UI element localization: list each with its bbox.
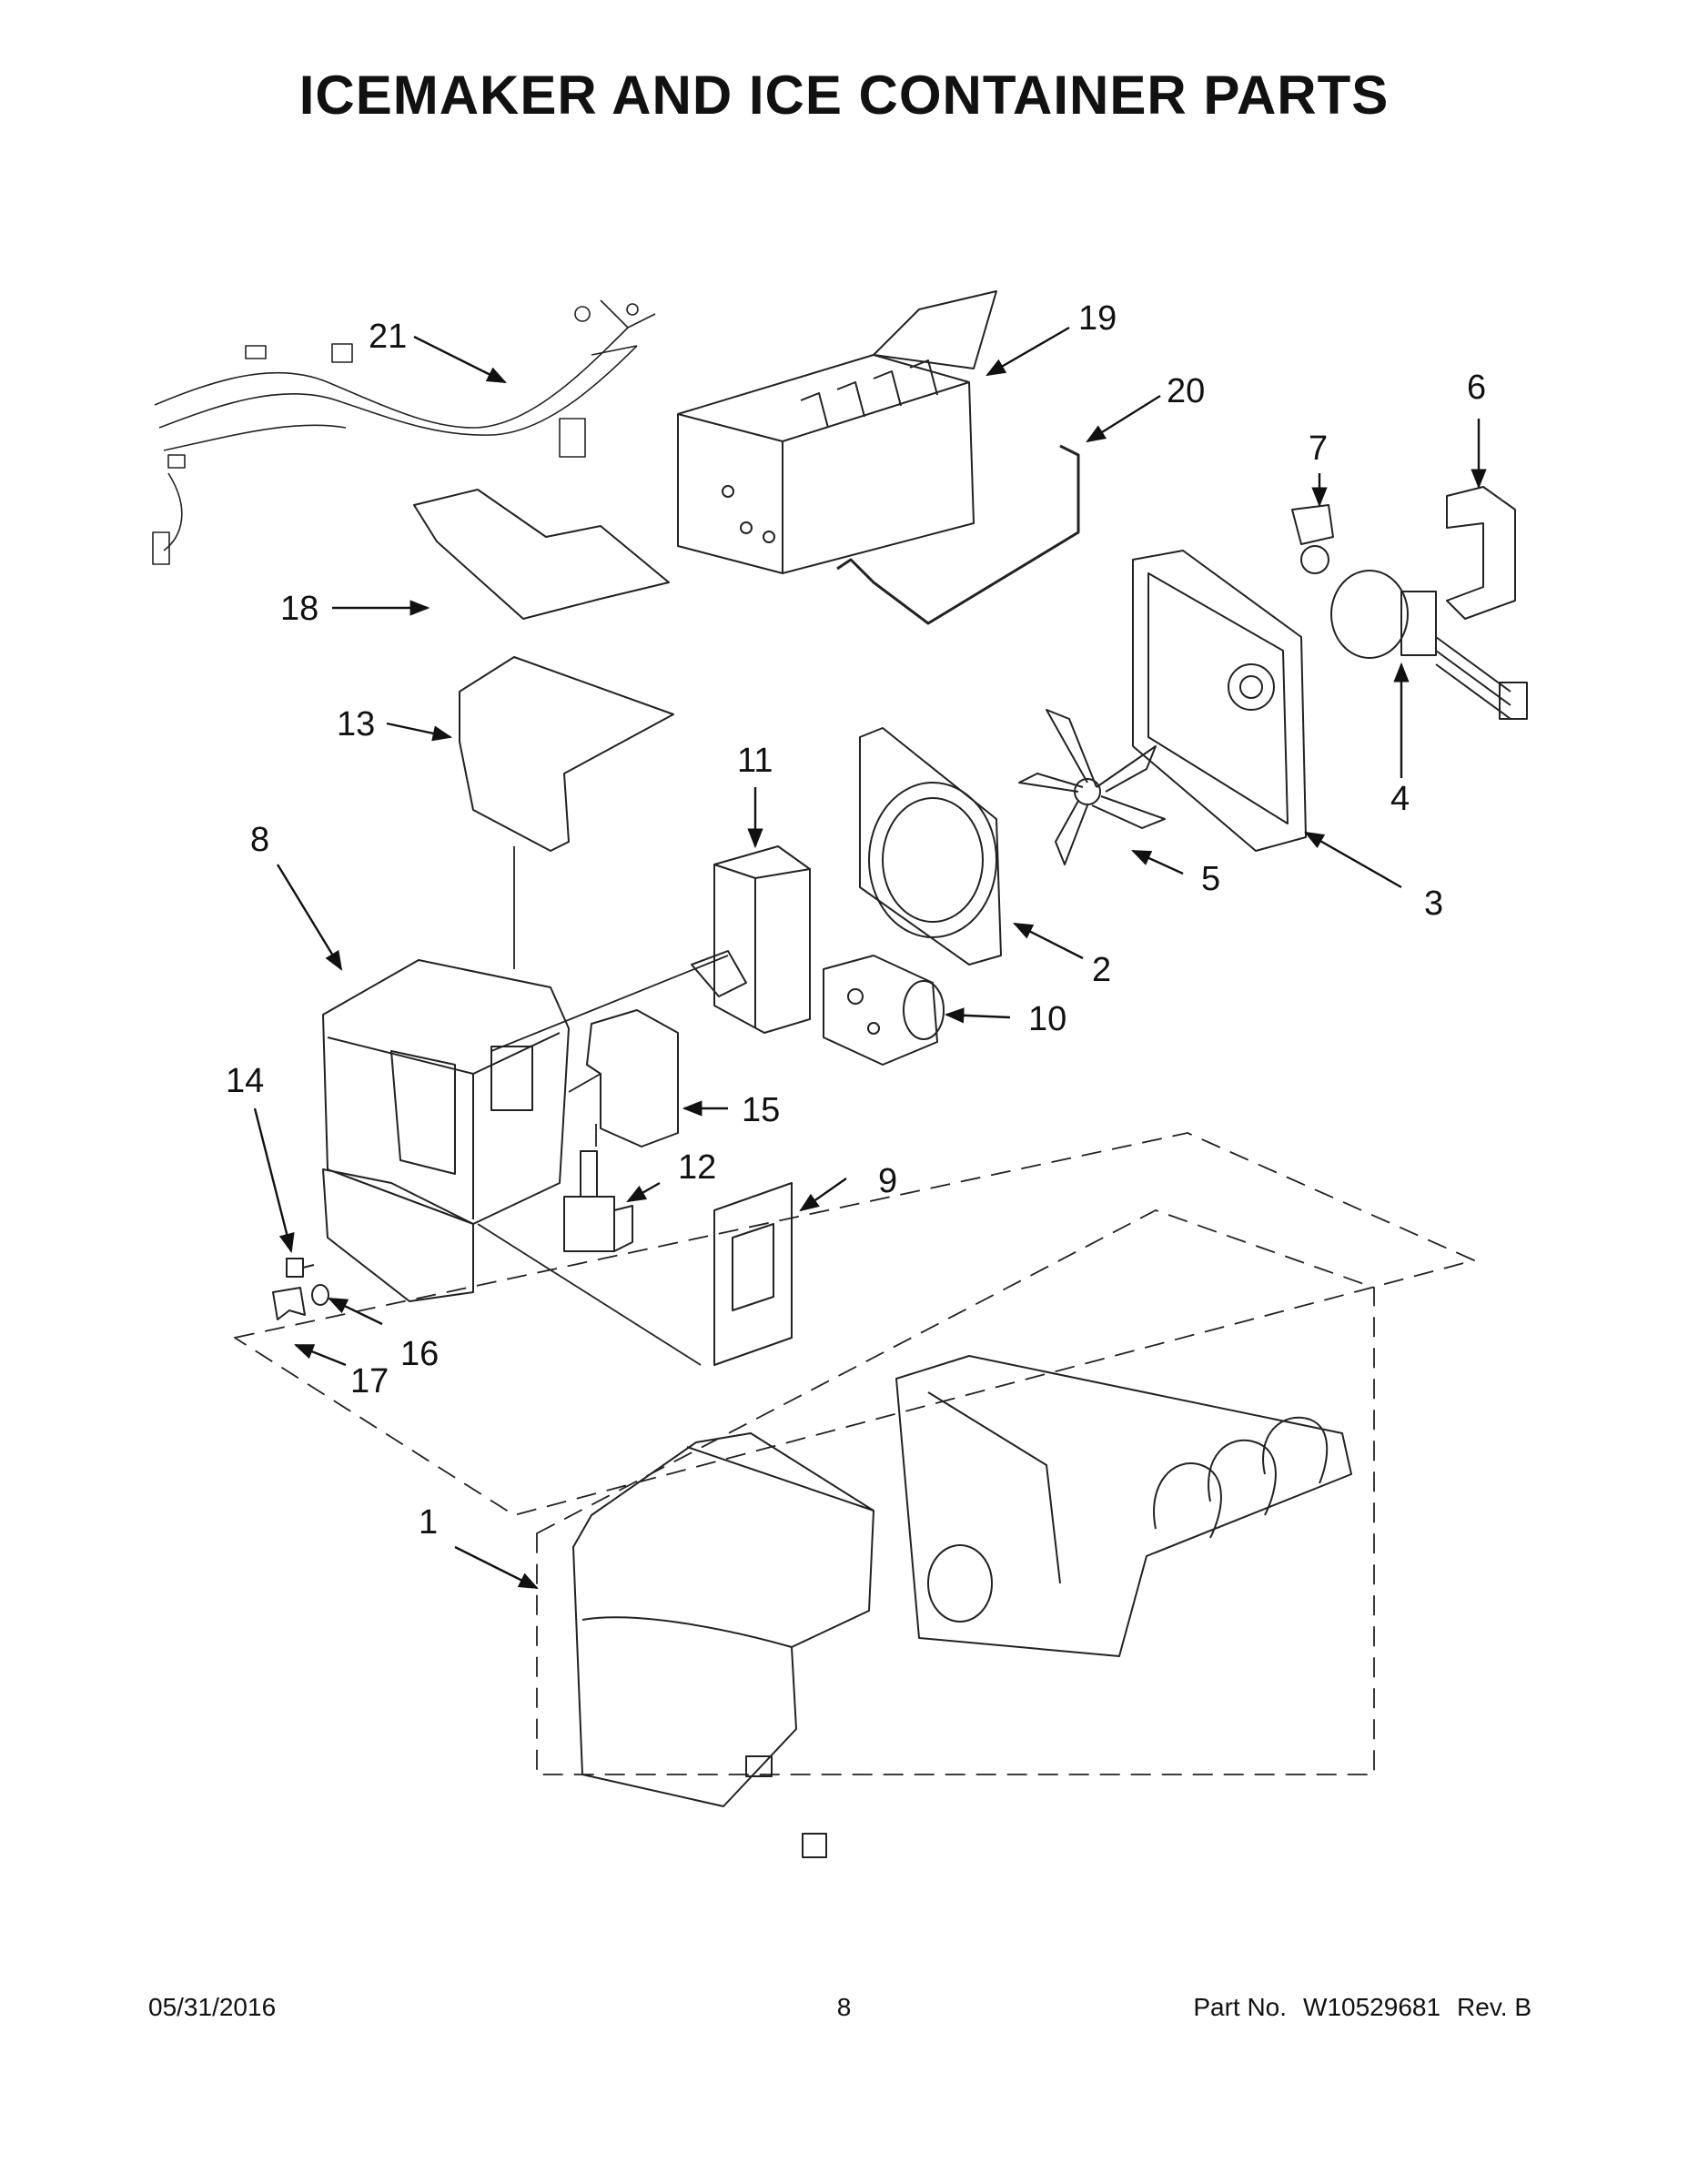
washer-part	[311, 1284, 329, 1306]
ice-chute-part	[459, 656, 674, 852]
callout-arrow-2	[1013, 922, 1084, 960]
auger-housing-part	[859, 727, 1002, 966]
callout-9: 9	[878, 1162, 897, 1200]
callout-12: 12	[678, 1148, 716, 1187]
callout-5: 5	[1201, 860, 1220, 898]
fan-motor-part	[1330, 570, 1528, 720]
footer-part-number: Part No. W10529681 Rev. B	[1193, 1993, 1531, 2022]
callout-17: 17	[350, 1362, 389, 1400]
door-cover-part	[572, 1432, 874, 1858]
footer-page-number: 8	[836, 1993, 852, 2021]
mounting-bracket-part	[586, 1009, 679, 1148]
retaining-clip-part	[272, 1287, 306, 1320]
callout-arrow-8	[276, 864, 343, 971]
callout-1: 1	[419, 1503, 438, 1542]
callout-14: 14	[226, 1062, 264, 1100]
ice-container-part	[895, 1355, 1352, 1657]
solenoid-part	[563, 1150, 633, 1252]
callout-arrow-20	[1086, 394, 1161, 443]
callout-15: 15	[742, 1091, 780, 1129]
callout-6: 6	[1467, 369, 1486, 407]
callout-10: 10	[1028, 1000, 1066, 1038]
fill-tube-part	[836, 444, 1080, 625]
wire-harness-part	[152, 299, 656, 565]
callout-19: 19	[1078, 299, 1117, 338]
callout-7: 7	[1309, 430, 1328, 468]
callout-8: 8	[250, 821, 269, 859]
callout-arrow-16	[328, 1297, 383, 1326]
callout-4: 4	[1390, 780, 1410, 818]
icemaker-assembly-part	[677, 290, 997, 574]
fan-shroud-part	[1132, 550, 1307, 852]
callout-2: 2	[1092, 951, 1111, 989]
motor-mount-part	[1291, 504, 1334, 574]
door-actuator-part	[691, 845, 811, 1034]
callout-arrow-19	[986, 326, 1070, 377]
callout-21: 21	[369, 318, 407, 356]
callout-arrow-13	[386, 722, 453, 742]
assembly-outline-dashed	[234, 1132, 1475, 1775]
callout-arrow-10	[944, 1007, 1011, 1024]
callout-11: 11	[737, 742, 773, 780]
part-number-value: W10529681	[1303, 1993, 1441, 2021]
callout-3: 3	[1424, 885, 1443, 923]
callout-arrow-12	[626, 1181, 661, 1203]
fan-blade-part	[1018, 709, 1166, 865]
motor-bracket-part	[1446, 486, 1516, 620]
footer-date: 05/31/2016	[148, 1993, 277, 2021]
auger-motor-part	[823, 955, 945, 1066]
gasket-part	[713, 1182, 793, 1366]
callout-arrow-5	[1131, 849, 1184, 875]
page-title: ICEMAKER AND ICE CONTAINER PARTS	[298, 65, 1390, 126]
callout-20: 20	[1167, 372, 1205, 410]
leader-lines	[477, 846, 729, 1366]
dispenser-housing-part	[322, 959, 570, 1302]
callout-arrow-3	[1304, 831, 1402, 889]
insulation-pad-part	[413, 489, 670, 620]
callout-18: 18	[280, 590, 318, 628]
callout-16: 16	[400, 1335, 439, 1373]
screw-part	[286, 1258, 315, 1278]
callout-arrow-21	[413, 335, 507, 384]
callout-13: 13	[337, 705, 375, 743]
callout-arrow-1	[454, 1545, 539, 1590]
callout-arrow-17	[293, 1343, 347, 1367]
callout-arrow-14	[253, 1107, 295, 1254]
part-number-label: Part No.	[1193, 1993, 1288, 2021]
callout-arrow-9	[799, 1178, 847, 1212]
revision-label: Rev. B	[1457, 1993, 1531, 2021]
